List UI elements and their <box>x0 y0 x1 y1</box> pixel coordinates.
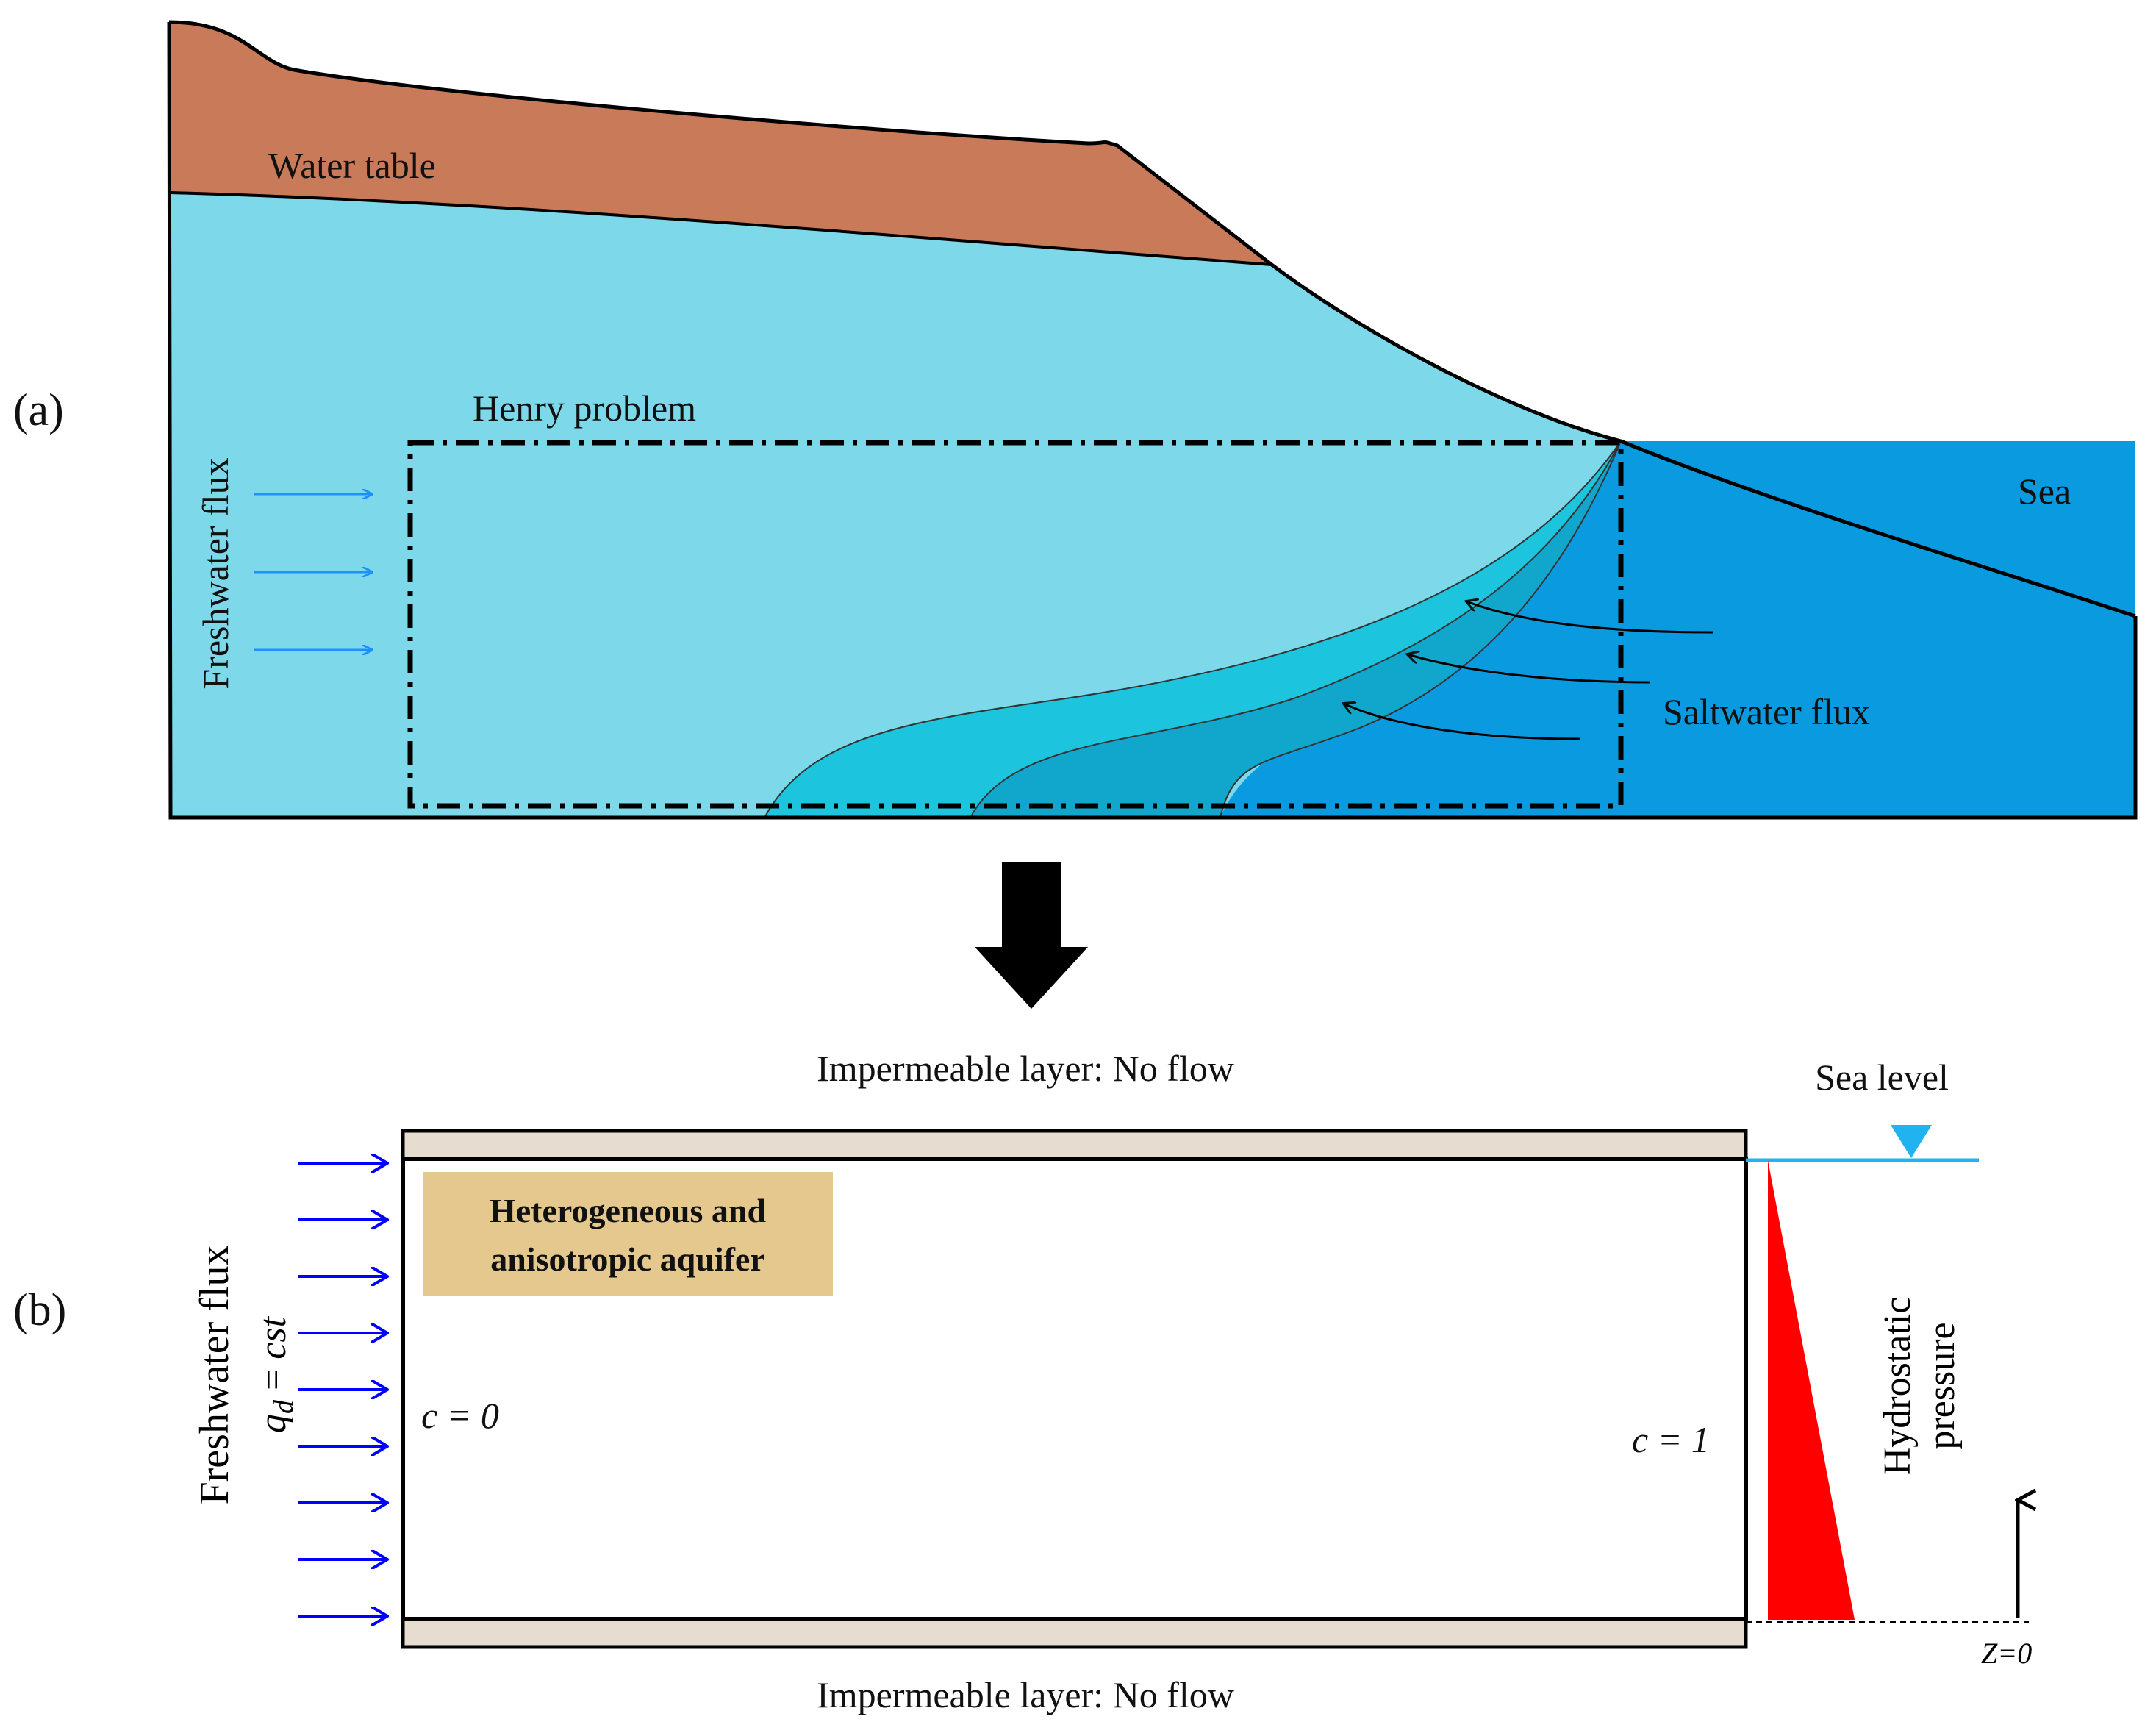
c-right-label: c = 1 <box>1632 1419 1710 1460</box>
domain-border-a <box>167 21 2138 820</box>
panel-b: Heterogeneous and anisotropic aquifer (b… <box>13 1048 2032 1715</box>
panel-a: (a) Water table Henry problem Sea Saltwa… <box>13 20 2138 820</box>
saltwater-flux-label: Saltwater flux <box>1663 691 1870 732</box>
sea-level-label: Sea level <box>1815 1057 1949 1098</box>
freshwater-arrows-b <box>298 1163 386 1616</box>
top-layer-label: Impermeable layer: No flow <box>817 1048 1234 1089</box>
flux-condition-var: q <box>252 1414 294 1433</box>
bottom-impermeable-layer <box>401 1617 1748 1649</box>
aquifer-label-line1: Heterogeneous and <box>490 1192 767 1229</box>
c-left-text: c = 0 <box>421 1395 499 1436</box>
mixing-zone-mid <box>970 441 1621 818</box>
transition-arrow <box>975 862 1088 1009</box>
terrain-profile <box>168 20 2136 618</box>
aquifer-label-box <box>423 1172 833 1296</box>
saltwater-arrow <box>1466 601 1713 634</box>
hydrostatic-label-line1: Hydrostatic <box>1877 1297 1919 1476</box>
saltwater-arrow <box>1344 704 1581 740</box>
flux-condition-rhs: cst <box>252 1315 294 1359</box>
water-table-line <box>170 191 1272 266</box>
aquifer-label-line2: anisotropic aquifer <box>490 1240 765 1278</box>
bottom-layer-label: Impermeable layer: No flow <box>817 1674 1234 1715</box>
freshwater-flux-label-b: Freshwater flux <box>192 1245 237 1504</box>
panel-a-label: (a) <box>13 385 64 435</box>
sea-label: Sea <box>2018 471 2071 512</box>
henry-problem-label: Henry problem <box>473 387 696 429</box>
flux-condition-sub: d <box>268 1399 299 1414</box>
freshwater-arrows-a <box>254 494 371 650</box>
flux-condition-eq: = <box>252 1359 294 1400</box>
sea-zone <box>1220 441 2135 818</box>
freshwater-flux-label-a: Freshwater flux <box>195 457 236 689</box>
saltwater-arrow <box>1408 654 1651 684</box>
mixing-zone-light <box>764 441 1621 818</box>
flux-condition-label: qd = cst <box>252 1315 299 1433</box>
water-table-label: Water table <box>268 145 436 186</box>
top-impermeable-layer <box>401 1129 1748 1161</box>
c-right-text: c = 1 <box>1632 1419 1710 1460</box>
hydrostatic-label-line2: pressure <box>1921 1322 1963 1449</box>
c-left-label: c = 0 <box>421 1395 499 1436</box>
sea-level-marker <box>1891 1125 1932 1158</box>
henry-problem-box <box>407 440 1624 809</box>
hydrostatic-pressure-triangle <box>1768 1160 1855 1620</box>
panel-b-label: (b) <box>13 1285 66 1335</box>
saltwater-arrows <box>1344 601 1713 740</box>
z-zero-label: Z=0 <box>1981 1637 2032 1670</box>
